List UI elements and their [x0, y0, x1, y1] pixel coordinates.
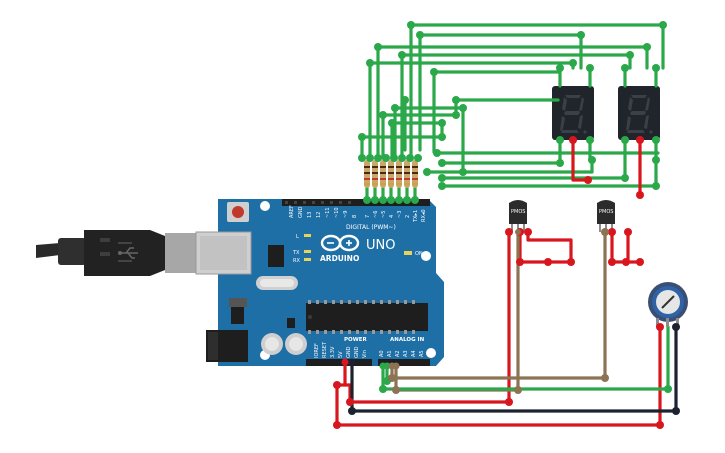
resistor: [412, 160, 418, 188]
pin-label-7: 7: [365, 215, 371, 218]
power-header: [306, 359, 372, 366]
pin-label-aref: AREF: [289, 205, 295, 218]
power-pin-labels: IOREF RESET 3.3V 5V GND GND Vin: [314, 341, 368, 358]
resistor: [372, 160, 378, 188]
pin-label-10: ~10: [334, 207, 340, 218]
resistor: [364, 160, 370, 188]
pin-label-gnd: GND: [298, 206, 304, 218]
pin-label-gnd1: GND: [346, 346, 352, 358]
capacitors: [261, 333, 307, 355]
analog-pin-labels: A0 A1 A2 A3 A4 A5: [379, 350, 425, 357]
pmos-transistor-left[interactable]: PMOS: [509, 200, 527, 232]
pin-label-5: ~5: [381, 211, 387, 218]
pin-label-6: ~6: [373, 211, 379, 218]
pin-label-3: ~3: [397, 211, 403, 218]
pmos-transistor-right[interactable]: PMOS: [597, 200, 615, 232]
seven-segment-display-right[interactable]: [618, 86, 660, 140]
top-pin-labels: AREF GND 13 12 ~11 ~10 ~9 8 7 ~6 ~5 4 ~3…: [289, 205, 427, 223]
resistor: [396, 160, 402, 188]
pin-label-11: ~11: [325, 207, 331, 218]
brand-label: ARDUINO: [320, 254, 359, 263]
transistor-label: PMOS: [511, 209, 525, 215]
red-wires: [335, 138, 662, 427]
pin-label-4: 4: [389, 215, 395, 218]
analog-header: [378, 359, 430, 366]
pin-label-rx: RX◂0: [421, 209, 427, 222]
knob-indicator-icon: [661, 295, 675, 309]
pin-label-tx: TX▸1: [413, 210, 419, 223]
resistor: [388, 160, 394, 188]
pin-label-a2: A2: [395, 350, 401, 357]
atmega-chip: [306, 300, 428, 334]
resistor: [380, 160, 386, 188]
power-jack: [206, 330, 248, 362]
led-tx-label: TX: [292, 250, 300, 256]
pin-label-ioref: IOREF: [314, 343, 320, 358]
mount-hole: [426, 348, 436, 358]
pin-label-gnd2: GND: [354, 346, 360, 358]
pin-label-a0: A0: [379, 350, 385, 357]
pin-label-13: 13: [307, 212, 313, 218]
seven-segment-display-left[interactable]: [552, 86, 594, 140]
usb-symbol-icon: [118, 247, 138, 259]
pin-label-3v3: 3.3V: [330, 346, 336, 358]
digital-header: [282, 199, 430, 206]
mount-hole: [421, 251, 431, 261]
reset-button[interactable]: [227, 202, 249, 222]
pin-label-a3: A3: [403, 350, 409, 357]
pin-label-12: 12: [316, 212, 322, 218]
pin-label-a1: A1: [387, 350, 393, 357]
transistor-label: PMOS: [599, 209, 613, 215]
pin-label-5v: 5V: [338, 351, 344, 358]
connection-dots: [333, 21, 680, 429]
resistor-array: [364, 160, 418, 188]
model-label: UNO: [366, 238, 395, 253]
led-l-label: L: [296, 234, 299, 240]
pin-label-vin: Vin: [362, 350, 368, 358]
pin-label-a5: A5: [419, 350, 425, 357]
on-label: ON: [415, 251, 423, 257]
pin-label-reset: RESET: [322, 341, 328, 358]
status-leds: L TX RX: [292, 234, 311, 264]
resistor: [404, 160, 410, 188]
mount-hole: [260, 201, 270, 211]
pin-label-9: ~9: [343, 211, 349, 218]
usb-chip: [268, 245, 284, 267]
arduino-uno-board[interactable]: AREF GND 13 12 ~11 ~10 ~9 8 7 ~6 ~5 4 ~3…: [195, 199, 444, 366]
analog-label: ANALOG IN: [390, 337, 425, 343]
digital-label: DIGITAL (PWM~): [346, 224, 396, 231]
led-rx-label: RX: [293, 258, 300, 264]
potentiometer[interactable]: [648, 282, 688, 327]
voltage-regulator: [229, 298, 247, 324]
on-led: [404, 251, 412, 255]
pin-label-2: 2: [405, 215, 411, 218]
pin-label-8: 8: [352, 215, 358, 218]
black-wires: [350, 325, 678, 413]
arduino-logo-icon: [320, 234, 360, 252]
power-label: POWER: [344, 337, 368, 343]
pin-label-a4: A4: [411, 350, 417, 357]
